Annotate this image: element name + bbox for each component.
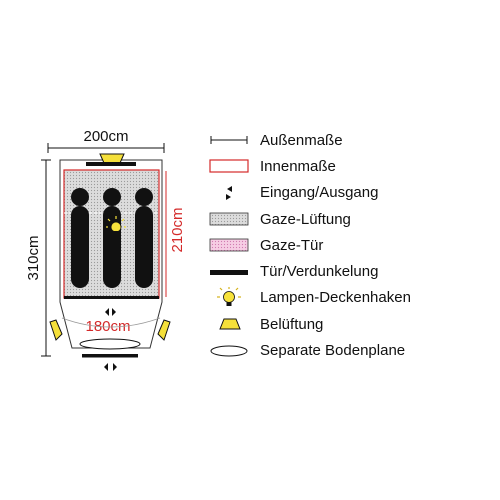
legend-item-inner-dimensions: Innenmaße xyxy=(208,153,493,179)
inner-length-dimension: 210cm xyxy=(165,171,186,297)
legend-label: Gaze-Tür xyxy=(260,236,324,254)
sleeping-person xyxy=(103,188,121,288)
sleeping-person xyxy=(71,188,89,288)
sleeping-person xyxy=(135,188,153,288)
legend-item-ventilation: Belüftung xyxy=(208,311,493,337)
top-vent-icon xyxy=(99,153,125,164)
legend: Außenmaße Innenmaße Eingang/Ausgang Gaze… xyxy=(208,127,493,364)
entrance-exit-arrows-icon xyxy=(105,308,116,316)
outer-length-label: 310cm xyxy=(25,235,42,280)
groundsheet-icon xyxy=(79,338,141,350)
vestibule-curve xyxy=(61,317,161,328)
legend-item-mesh-vent: Gaze-Lüftung xyxy=(208,206,493,232)
entrance-exit-arrows-icon xyxy=(208,182,250,204)
legend-label: Belüftung xyxy=(260,315,324,333)
legend-label: Lampen-Deckenhaken xyxy=(260,289,411,307)
inner-length-label: 210cm xyxy=(169,207,186,252)
inner-width-label: 180cm xyxy=(85,318,130,335)
legend-item-lamp-hook: Lampen-Deckenhaken xyxy=(208,285,493,311)
outer-dimension-line-icon xyxy=(208,129,250,151)
top-door-bar xyxy=(86,162,136,166)
legend-item-door-blackout: Tür/Verdunkelung xyxy=(208,258,493,284)
mesh-vent-icon xyxy=(208,208,250,230)
inner-door-bar xyxy=(64,296,159,299)
legend-item-mesh-door: Gaze-Tür xyxy=(208,232,493,258)
entrance-exit-arrows-icon xyxy=(104,363,117,371)
legend-label: Separate Bodenplane xyxy=(260,342,406,360)
outer-width-dimension: 200cm xyxy=(47,128,165,153)
legend-label: Gaze-Lüftung xyxy=(260,210,351,228)
inner-dimension-box-icon xyxy=(208,155,250,177)
outer-length-dimension: 310cm xyxy=(25,159,51,357)
lamp-hook-icon xyxy=(208,286,250,309)
legend-item-outer-dimensions: Außenmaße xyxy=(208,127,493,153)
ventilation-icon xyxy=(208,313,250,335)
lamp-hook-icon xyxy=(106,216,126,235)
legend-label: Tür/Verdunkelung xyxy=(260,263,379,281)
legend-label: Außenmaße xyxy=(260,131,343,149)
groundsheet-icon xyxy=(208,340,250,362)
legend-label: Innenmaße xyxy=(260,157,336,175)
left-vent-icon xyxy=(49,319,63,341)
right-vent-icon xyxy=(157,319,171,341)
legend-item-entrance: Eingang/Ausgang xyxy=(208,180,493,206)
legend-item-groundsheet: Separate Bodenplane xyxy=(208,337,493,363)
outer-width-label: 200cm xyxy=(83,128,128,145)
legend-label: Eingang/Ausgang xyxy=(260,184,379,202)
mesh-door-icon xyxy=(208,234,250,256)
door-blackout-icon xyxy=(208,261,250,283)
bottom-door-bar xyxy=(82,354,138,358)
